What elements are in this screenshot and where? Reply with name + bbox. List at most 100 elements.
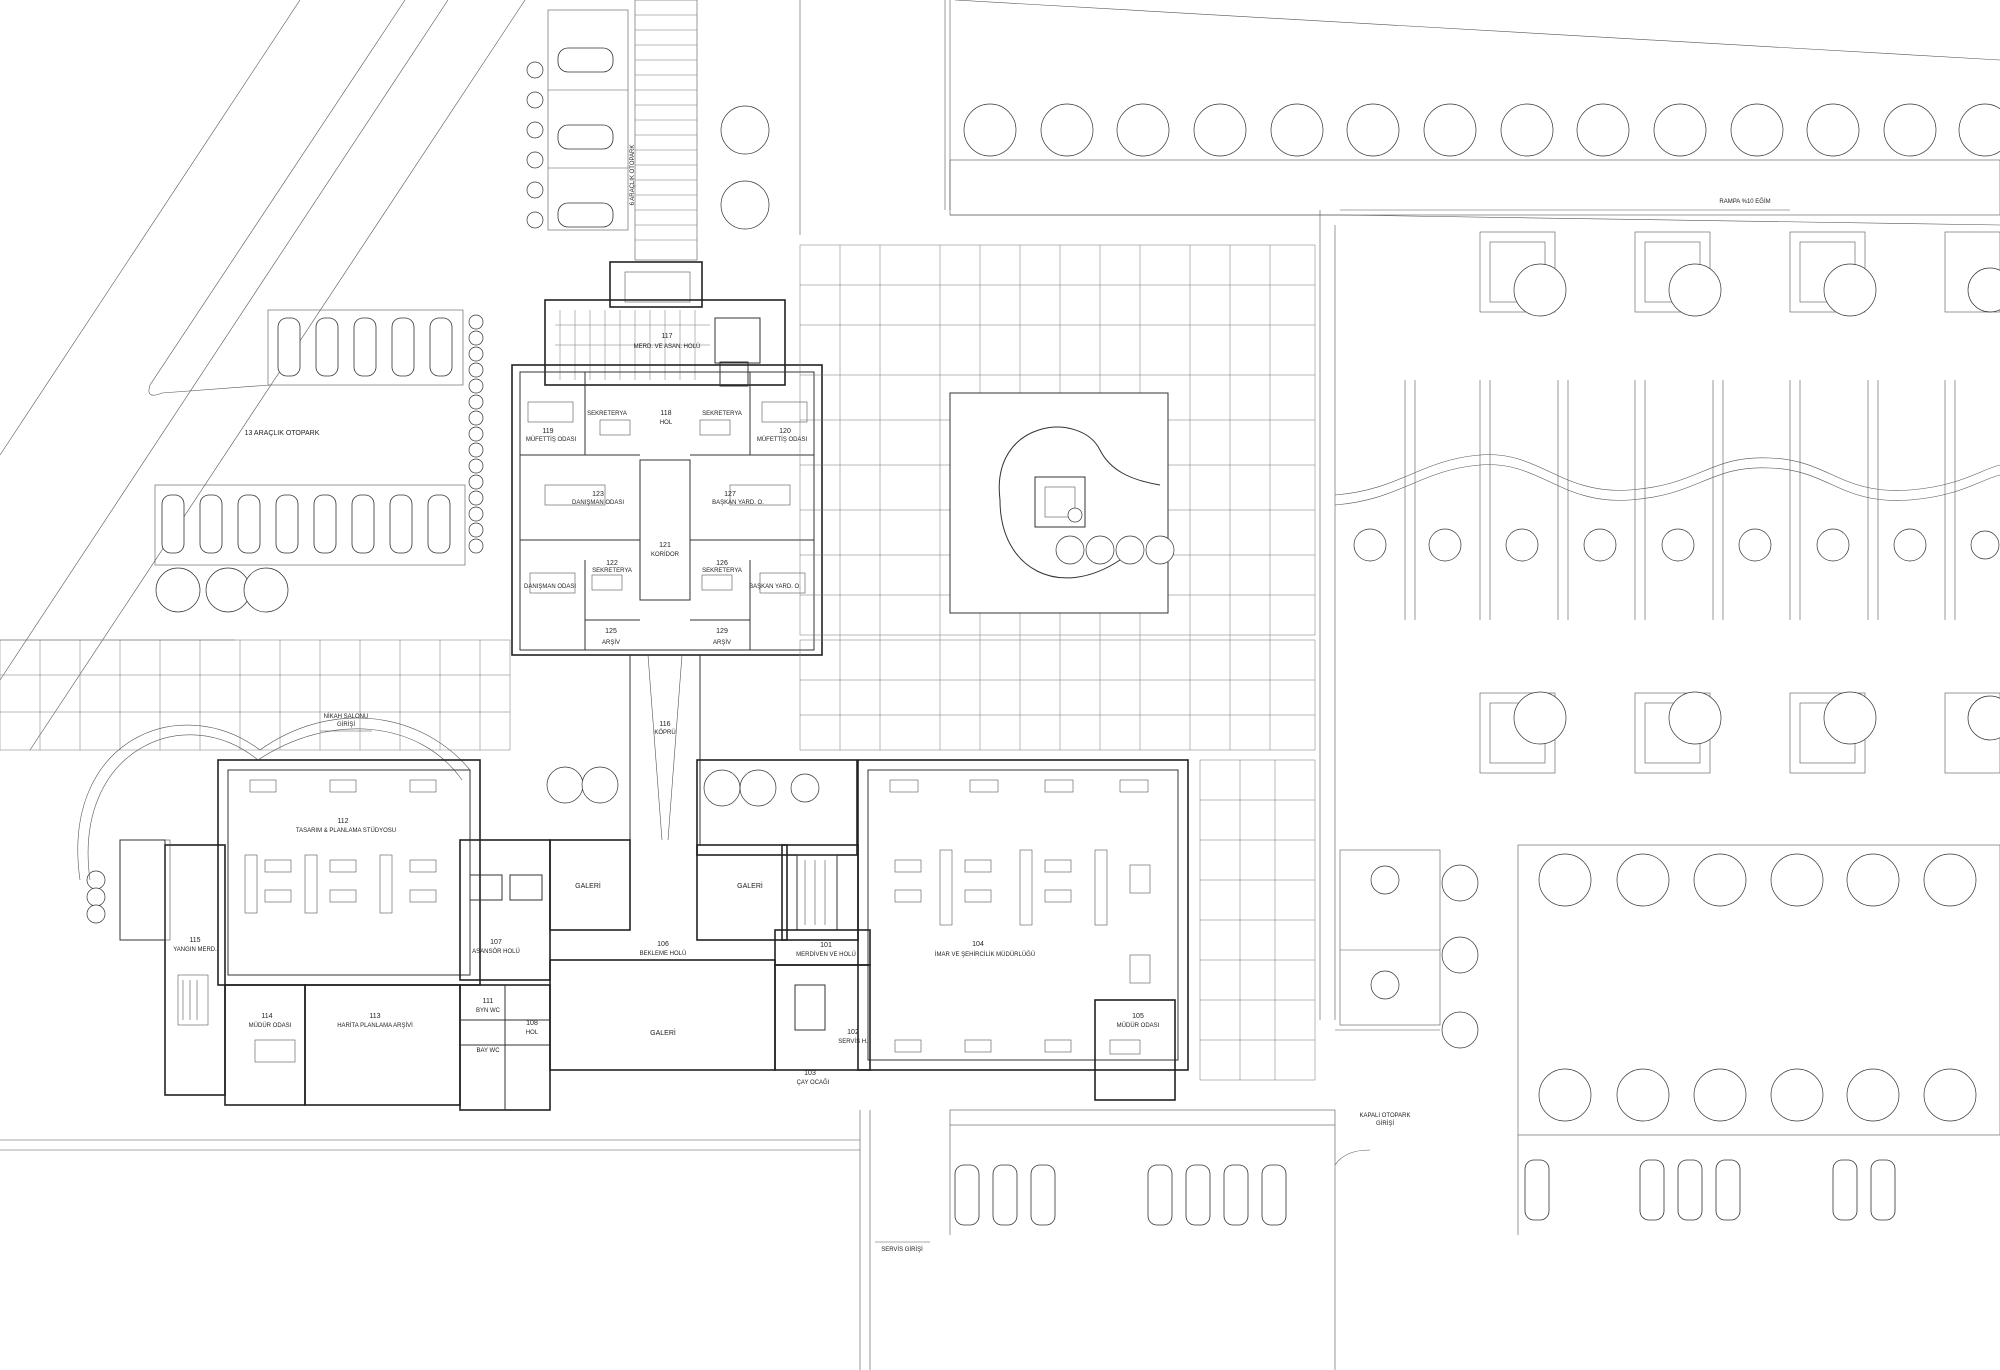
svg-text:123: 123	[592, 491, 604, 498]
room-116-label: KÖPRÜ	[654, 729, 675, 736]
lower-right-labels: GALERİ 101 MERDİVEN VE HOLÜ 104 İMAR VE …	[737, 881, 1160, 1086]
parking-top-left: 6 ARAÇLIK OTOPARK	[547, 0, 698, 261]
svg-text:117: 117	[661, 333, 672, 340]
room-104-label: İMAR VE ŞEHİRCİLİK MÜDÜRLÜĞÜ	[935, 951, 1035, 958]
car	[557, 124, 614, 150]
room-101-label: MERDİVEN VE HOLÜ	[796, 951, 856, 958]
car	[1030, 1164, 1056, 1226]
ramp-label: RAMPA %10 EĞİM	[1719, 198, 1770, 205]
svg-text:122: 122	[606, 560, 618, 567]
room-102-label: SERVİS H.	[838, 1038, 868, 1045]
svg-text:106: 106	[657, 941, 669, 948]
paving-grid-left	[0, 639, 511, 751]
left-outbuilding	[119, 839, 166, 941]
room-112-label: TASARIM & PLANLAMA STÜDYOSU	[296, 827, 396, 834]
room-115-label: YANGIN MERD.	[173, 947, 217, 953]
room-114-label: MÜDÜR ODASI	[249, 1022, 292, 1029]
room-103-label: ÇAY OCAĞI	[797, 1079, 830, 1086]
lower-left-labels: 112 TASARIM & PLANLAMA STÜDYOSU 115 YANG…	[173, 818, 686, 1054]
galeri-label-left: GALERİ	[575, 881, 601, 890]
svg-text:125: 125	[605, 628, 617, 635]
svg-text:120: 120	[779, 428, 791, 435]
room-106-label: BEKLEME HOLÜ	[640, 950, 687, 957]
site-boundary-lines	[0, 0, 951, 1370]
svg-text:115: 115	[189, 937, 200, 944]
svg-text:127: 127	[724, 491, 736, 498]
right-plaza	[1319, 210, 2000, 1136]
room-129-label: ARŞİV	[713, 639, 731, 646]
car	[1147, 1164, 1173, 1226]
svg-text:101: 101	[820, 942, 832, 949]
car	[1832, 1159, 1858, 1221]
svg-text:104: 104	[972, 941, 984, 948]
room-125-label: ARŞİV	[602, 639, 620, 646]
svg-text:107: 107	[490, 939, 502, 946]
svg-text:111: 111	[483, 998, 494, 1005]
room-120-label: MÜFETTİŞ ODASI	[757, 436, 808, 443]
lower-left-wing	[119, 759, 776, 1111]
car	[1870, 1159, 1896, 1221]
room-127-label: BAŞKAN YARD. O.	[712, 500, 764, 506]
galeri-label-bottom: GALERİ	[650, 1028, 676, 1037]
central-plaza-feature	[949, 392, 1175, 614]
room-110-label: BAY WC	[476, 1048, 500, 1054]
room-105-label: MÜDÜR ODASI	[1117, 1022, 1160, 1029]
car	[1261, 1164, 1287, 1226]
room-126-label: SEKRETERYA	[702, 568, 742, 574]
car	[557, 202, 614, 228]
room-113-label: HARİTA PLANLAMA ARŞİVİ	[337, 1022, 413, 1029]
car	[557, 47, 614, 73]
room-123-label: DANIŞMAN ODASI	[572, 500, 624, 506]
svg-text:103: 103	[804, 1070, 816, 1077]
parking-13-car: 13 ARAÇLIK OTOPARK	[154, 309, 466, 566]
sekreterya-label: SEKRETERYA	[702, 411, 742, 417]
nikah-label: NİKAH SALONU	[324, 713, 369, 720]
room-124-label: DANIŞMAN ODASI	[524, 584, 576, 590]
service-entrance-label: SERVİS GİRİŞİ	[881, 1246, 923, 1253]
car	[1677, 1159, 1703, 1221]
kapali-otopark-entrance-label: GİRİŞİ	[1376, 1120, 1394, 1127]
planter-plants	[546, 766, 820, 807]
top-tree-row: RAMPA %10 EĞİM	[949, 0, 2000, 226]
kapali-otopark-label: KAPALI OTOPARK	[1359, 1113, 1410, 1119]
svg-text:114: 114	[261, 1013, 272, 1020]
stair-trees	[720, 105, 770, 230]
central-plaza-grid	[799, 244, 1316, 1081]
room-118-label: HOL	[660, 420, 673, 426]
car	[1223, 1164, 1249, 1226]
car	[1185, 1164, 1211, 1226]
svg-text:112: 112	[337, 818, 348, 825]
svg-text:105: 105	[1132, 1013, 1144, 1020]
room-111-label: BYN WC	[476, 1008, 501, 1014]
lower-right-wing	[696, 759, 1189, 1101]
svg-text:102: 102	[847, 1029, 859, 1036]
service-entrance: SERVİS GİRİŞİ	[875, 1241, 930, 1253]
svg-text:129: 129	[716, 628, 728, 635]
room-122-label: SEKRETERYA	[592, 568, 632, 574]
room-108-label: HOL	[526, 1030, 539, 1036]
tree-row-left	[86, 61, 544, 924]
bottom-parking: KAPALI OTOPARK GİRİŞİ	[949, 1109, 1896, 1370]
car	[1524, 1159, 1550, 1221]
svg-text:113: 113	[369, 1013, 380, 1020]
car	[954, 1164, 980, 1226]
svg-text:108: 108	[526, 1020, 538, 1027]
room-107-label: ASANSÖR HOLÜ	[472, 948, 520, 955]
car	[1715, 1159, 1741, 1221]
car	[161, 317, 453, 554]
label-6-car-parking: 6 ARAÇLIK OTOPARK	[630, 145, 636, 206]
svg-text:116: 116	[659, 721, 670, 728]
svg-text:126: 126	[716, 560, 728, 567]
nikah-entrance: NİKAH SALONU GİRİŞİ	[77, 713, 471, 881]
room-117-label: MERD. VE ASAN. HOLÜ	[634, 343, 701, 350]
svg-text:121: 121	[659, 542, 671, 549]
galeri-label-right: GALERİ	[737, 881, 763, 890]
sekreterya-label: SEKRETERYA	[587, 411, 627, 417]
car	[1639, 1159, 1665, 1221]
upper-building	[511, 261, 823, 656]
room-121-label: KORİDOR	[651, 551, 680, 558]
svg-text:118: 118	[660, 410, 671, 417]
car	[992, 1164, 1018, 1226]
svg-text:119: 119	[542, 428, 553, 435]
